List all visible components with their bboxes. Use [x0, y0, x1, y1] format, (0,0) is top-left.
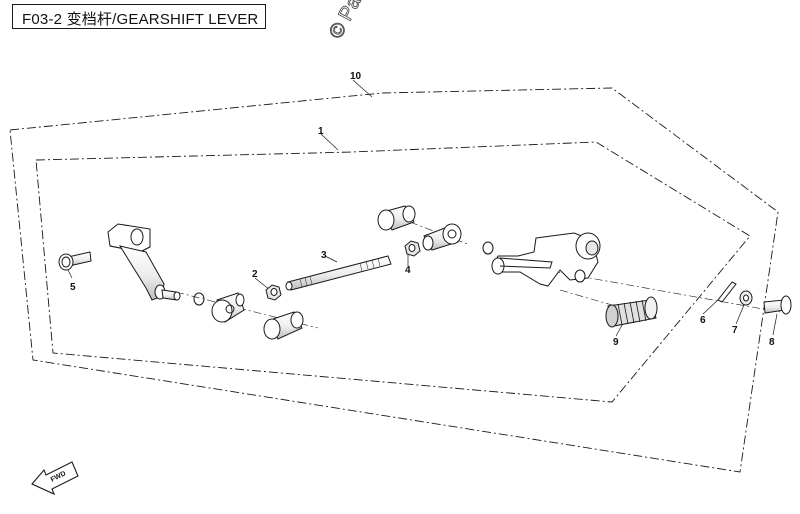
callout-6: 6 [700, 315, 706, 326]
callout-8: 8 [769, 337, 775, 348]
assembly-boundary-outer [9, 87, 779, 473]
part-9-pedal-rubber [605, 296, 658, 328]
dust-boot-left [263, 311, 304, 340]
diagram-title: F03-2 变档杆/GEARSHIFT LEVER [22, 8, 258, 29]
diagram-title-text: 变档杆/GEARSHIFT LEVER [66, 11, 259, 28]
assembly-boundary-inner [35, 141, 751, 403]
fwd-direction-badge: FWD [31, 461, 79, 496]
part-7-washer [739, 290, 753, 306]
callout-10: 10 [350, 71, 362, 82]
diagram-code: F03-2 [22, 11, 63, 28]
ball-joint-left [211, 292, 245, 323]
part-6-spring-clip [717, 281, 737, 303]
part-5-bolt [58, 251, 92, 271]
dust-boot-upper [377, 205, 416, 231]
callout-7: 7 [732, 325, 738, 336]
part-4-nut [404, 240, 421, 257]
axis-lines [175, 221, 781, 329]
title-box: F03-2 变档杆/GEARSHIFT LEVER [12, 4, 266, 29]
circlip-right [482, 241, 494, 255]
callout-1: 1 [318, 126, 324, 137]
part-8-bolt [763, 295, 792, 315]
callout-4: 4 [405, 265, 411, 276]
callout-2: 2 [252, 269, 258, 280]
callout-5: 5 [70, 282, 76, 293]
ball-joint-right [422, 223, 462, 251]
shift-arm-clamp [107, 223, 181, 301]
watermark-text: © Partz [325, 0, 376, 42]
callout-3: 3 [321, 250, 327, 261]
part-3-shift-rod [285, 255, 392, 291]
part-2-nut [265, 284, 282, 301]
shift-pedal-lever [491, 232, 601, 287]
callout-9: 9 [613, 337, 619, 348]
circlip-left [193, 292, 205, 306]
